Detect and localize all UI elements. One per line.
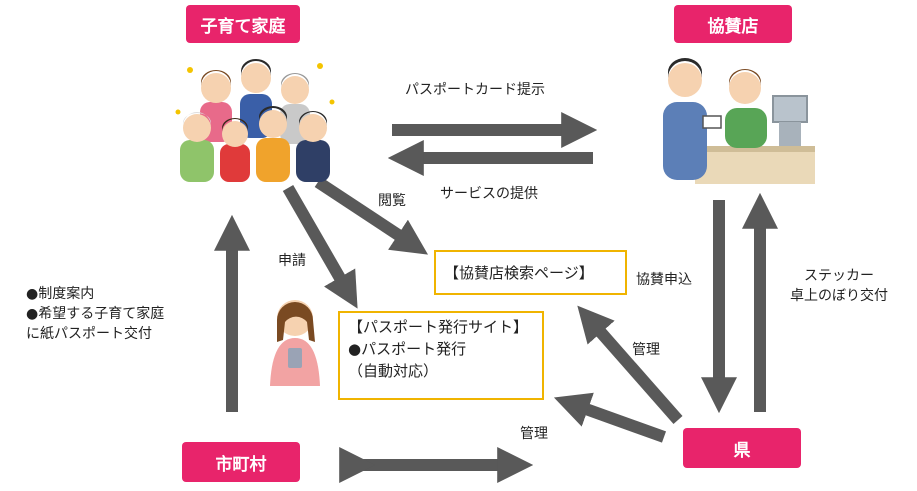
label-municipality-notes: ●制度案内 ●希望する子育て家庭 に紙パスポート交付	[26, 284, 164, 344]
arrow-prefecture-to-search	[577, 305, 683, 424]
label-manage-right: 管理	[632, 342, 660, 358]
girl-with-phone-illustration	[270, 300, 320, 386]
label-sticker: ステッカー 卓上のぼり交付	[790, 266, 888, 306]
label-sticker-line2: 卓上のぼり交付	[790, 288, 888, 304]
search-page-box: 【協賛店検索ページ】	[434, 250, 627, 295]
muni-note-2: ●希望する子育て家庭	[26, 306, 165, 322]
family-group-illustration	[175, 59, 335, 182]
arrow-family-to-search	[314, 176, 429, 255]
prefecture-node: 県	[683, 428, 801, 468]
issue-site-title: 【パスポート発行サイト】	[348, 318, 529, 336]
arrow-prefecture-to-issue	[553, 392, 667, 443]
label-sticker-line1: ステッカー	[804, 268, 874, 284]
label-browse: 閲覧	[378, 193, 406, 209]
issue-site-line1: ●パスポート発行	[348, 340, 467, 358]
label-manage-bottom: 管理	[520, 426, 548, 442]
shop-counter-illustration	[663, 58, 815, 184]
municipality-node: 市町村	[182, 442, 300, 482]
family-node: 子育て家庭	[186, 5, 300, 43]
issue-site-line2: （自動対応）	[348, 362, 439, 380]
search-page-label: 【協賛店検索ページ】	[444, 263, 594, 282]
sponsor-node: 協賛店	[674, 5, 792, 43]
label-show-card: パスポートカード提示	[405, 82, 545, 98]
muni-note-1: ●制度案内	[26, 286, 95, 302]
issue-site-box: 【パスポート発行サイト】 ●パスポート発行 （自動対応）	[338, 311, 544, 400]
muni-note-3: に紙パスポート交付	[26, 326, 152, 342]
label-apply: 申請	[278, 253, 306, 269]
arrow-family-to-issue	[282, 185, 358, 309]
label-provide-service: サービスの提供	[440, 186, 538, 202]
label-sponsor-apply: 協賛申込	[636, 272, 692, 288]
